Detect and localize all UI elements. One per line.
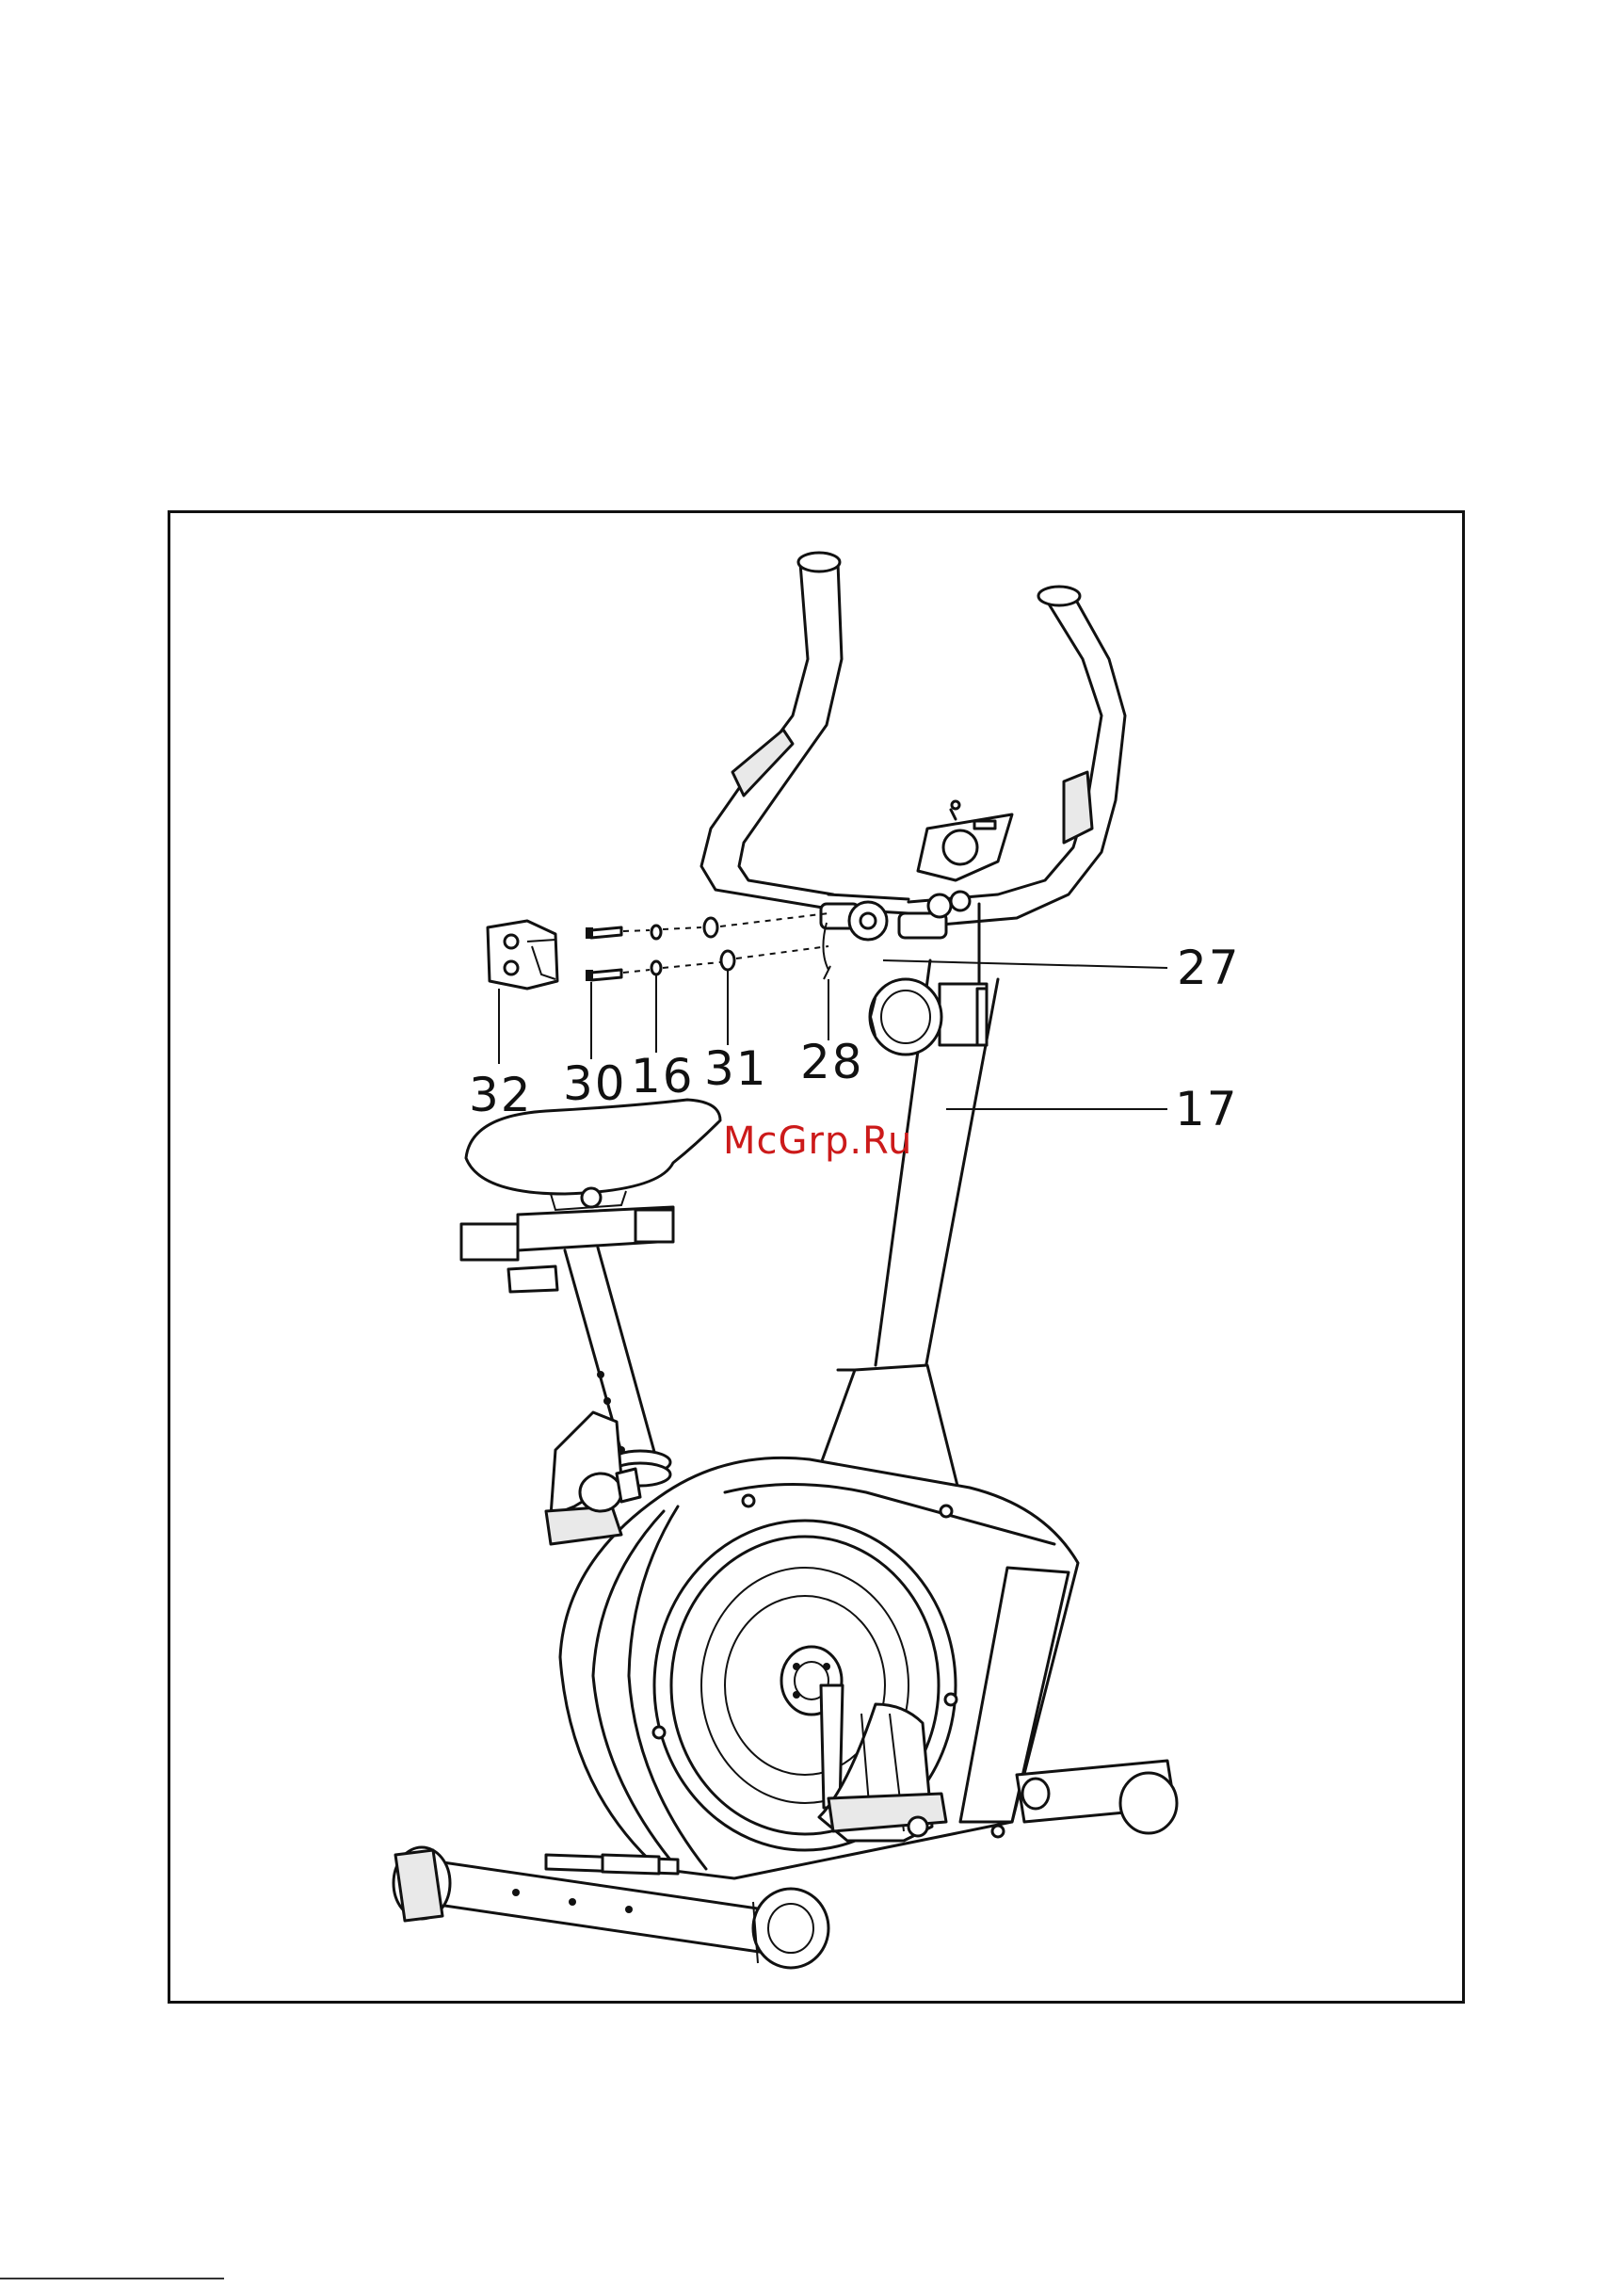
callout-28: 28 [800, 1035, 864, 1089]
handlebar [701, 553, 1125, 942]
callout-17: 17 [1175, 1082, 1239, 1136]
watermark: McGrp.Ru [723, 1119, 912, 1163]
callout-16: 16 [631, 1049, 695, 1103]
callout-27: 27 [1177, 941, 1241, 995]
callout-31: 31 [704, 1041, 768, 1096]
exploded-parts [488, 913, 830, 989]
callout-32: 32 [469, 1068, 533, 1122]
callout-30: 30 [563, 1056, 627, 1111]
footer-rule [0, 2278, 224, 2279]
main-body [560, 1365, 1078, 1878]
